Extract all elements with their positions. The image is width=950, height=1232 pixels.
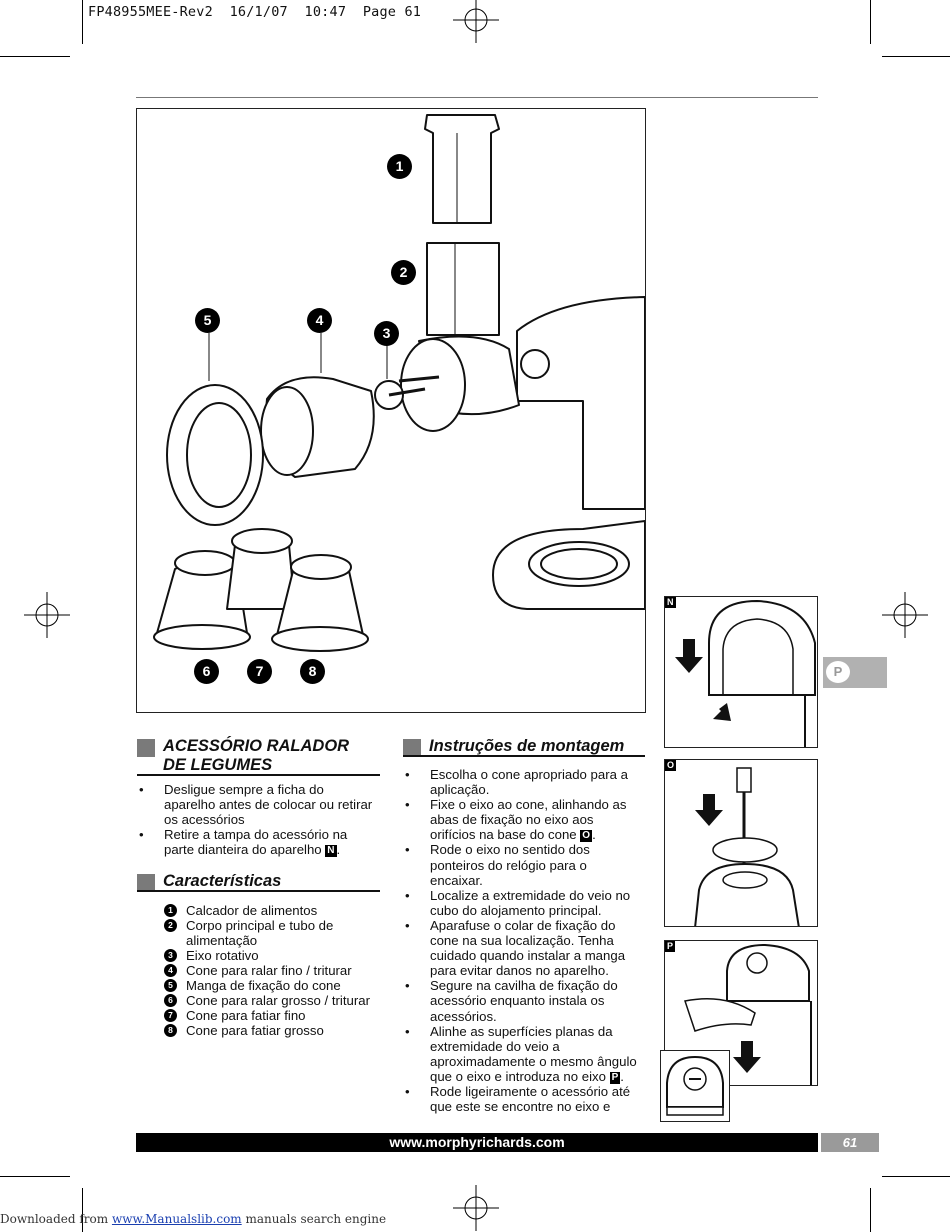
ref-figure-o: O [580,830,593,843]
footer-url: www.morphyrichards.com [136,1133,818,1152]
section-rule [137,774,380,776]
registration-mark-right [882,592,928,638]
print-slug: FP48955MEE-Rev2 16/1/07 10:47 Page 61 [88,4,422,20]
section-rule [137,890,380,892]
figure-n: N [664,596,818,748]
section-header-accessory: ACESSÓRIO RALADOR DE LEGUMES [137,737,349,775]
callout-4: 4 [307,308,332,333]
callout-1: 1 [387,154,412,179]
registration-mark-top [453,0,499,43]
section-header-assembly: Instruções de montagem [403,737,624,757]
download-note: Downloaded from www.Manualslib.com manua… [0,1212,387,1226]
callout-3: 3 [374,321,399,346]
language-tab-label: P [826,661,850,683]
callout-6: 6 [194,659,219,684]
section-title-assembly: Instruções de montagem [429,737,625,755]
section-title-features: Características [163,872,282,890]
figure-o-drawing [694,767,800,926]
section-title-accessory: ACESSÓRIO RALADOR DE LEGUMES [163,737,350,774]
figure-n-drawing [675,599,816,747]
ref-figure-p: P [609,1071,621,1084]
section-rule [403,755,645,757]
figure-p-label: P [665,941,676,952]
figure-p-drawing [684,943,812,1085]
section-marker [137,874,155,892]
list-item: Alinhe as superfícies planas daextremida… [403,1024,653,1084]
list-item: Segure na cavilha de fixação doacessório… [403,978,653,1023]
list-item: Escolha o cone apropriado para aaplicaçã… [403,767,653,797]
figure-o: O [664,759,818,927]
header-rule [136,97,818,98]
figure-n-label: N [665,597,676,608]
registration-mark-left [24,592,70,638]
callout-7: 7 [247,659,272,684]
section-marker [137,739,155,757]
assembly-bullets: Escolha o cone apropriado para aaplicaçã… [403,767,653,1114]
callout-2: 2 [391,260,416,285]
figure-p-inset [660,1050,730,1122]
section-header-features: Características [137,872,281,892]
callout-5: 5 [195,308,220,333]
registration-mark-bottom [453,1185,499,1231]
figure-p-inset-drawing [666,1055,724,1116]
figure-o-label: O [665,760,677,771]
callout-8: 8 [300,659,325,684]
manualslib-link[interactable]: www.Manualslib.com [111,1212,242,1226]
ref-figure-n: N [325,845,337,858]
language-tab: P [823,657,887,688]
exploded-parts-illustration: 1 2 3 4 5 6 7 8 [136,108,646,713]
page-number: 61 [821,1133,879,1152]
section-marker [403,739,421,757]
grater-parts-drawing [153,114,645,652]
